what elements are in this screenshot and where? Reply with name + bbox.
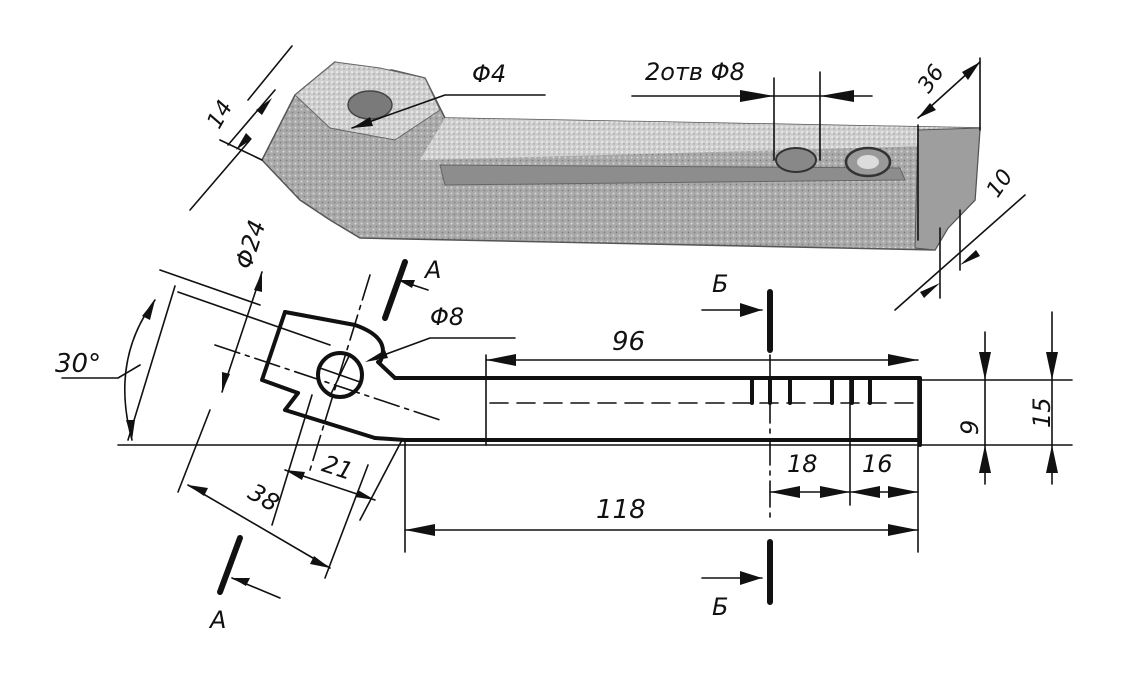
label-30deg: 30° [55,349,101,379]
boss-hole-phi8 [316,351,364,399]
section-a-top: А [382,256,441,321]
label-21: 21 [319,450,357,486]
label-section-b-top: Б [712,270,728,298]
label-14: 14 [203,96,239,133]
section-b-bottom: Б [701,539,773,621]
section-a-bottom: А [208,535,281,634]
label-section-b-bottom: Б [712,593,728,621]
label-15: 15 [1028,397,1056,428]
rotated-boss [214,274,441,471]
hole-phi8-1 [775,147,817,173]
end-face [914,127,981,251]
top-face [420,118,980,160]
label-section-a-bottom: А [208,606,226,634]
label-36: 36 [913,61,950,98]
hole-phi4 [347,90,393,120]
label-section-a-top: А [423,256,441,284]
orthographic-view: 30° Φ24 Φ8 21 38 96 118 [55,217,1073,634]
isometric-view: Φ4 2отв Φ8 36 14 10 [189,45,1026,311]
section-b-top: Б [701,270,773,353]
label-phi24: Φ24 [230,217,272,273]
label-38: 38 [243,478,283,518]
label-phi4: Φ4 [472,60,506,88]
label-96: 96 [612,327,645,357]
label-holes: 2отв Φ8 [645,58,745,86]
label-9: 9 [956,420,984,435]
label-16: 16 [862,450,893,478]
label-10: 10 [982,165,1019,202]
label-118: 118 [596,495,646,525]
label-phi8: Φ8 [430,303,464,331]
label-18: 18 [787,450,818,478]
